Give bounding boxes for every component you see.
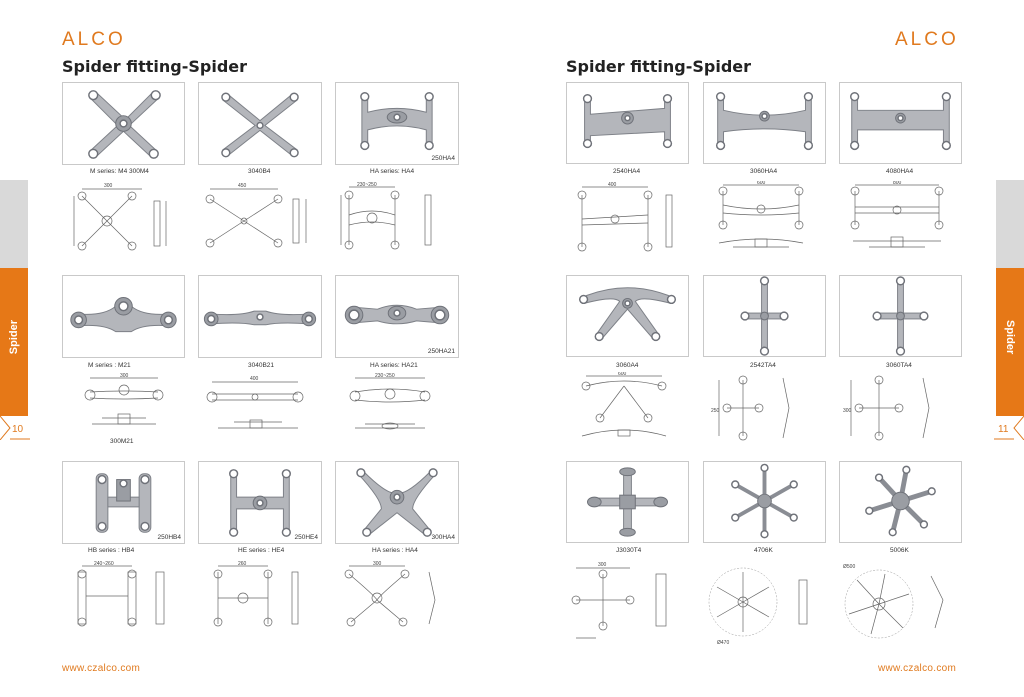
caption-3060ha4: 3060HA4: [750, 168, 778, 175]
caption-300m21: 300M21: [110, 438, 134, 445]
page-title-left: Spider fitting-Spider: [62, 57, 248, 76]
website-url-right[interactable]: www.czalco.com: [878, 663, 957, 674]
product-photo-300m4: [62, 82, 185, 165]
brand-logo-right: ALCO: [895, 29, 959, 50]
product-photo-4706k: [703, 461, 826, 543]
caption-3040b4: 3040B4: [248, 168, 271, 175]
page-number-right: 11: [998, 424, 1009, 435]
side-tab-label: Spider: [8, 320, 20, 355]
product-photo-5006k: [839, 461, 962, 543]
technical-drawing-j3030t4: 300: [566, 560, 689, 650]
dim-label: 250: [711, 408, 720, 414]
caption-300ha4: HA series : HA4: [372, 547, 418, 554]
technical-drawing-3040b21: 400: [198, 372, 322, 444]
caption-250hb4: HB series : HB4: [88, 547, 135, 554]
page-number-left: 10: [12, 424, 24, 435]
caption-300m4: M series: M4 300M4: [90, 168, 149, 175]
dim-label: 300: [373, 561, 382, 567]
dim-label: 230~250: [357, 182, 377, 188]
technical-drawing-2540ha4: 400: [566, 181, 689, 259]
dim-label: 300: [104, 183, 113, 189]
product-photo-250ha4: 250HA4: [335, 82, 459, 165]
technical-drawing-4080ha4: 800: [839, 181, 962, 259]
product-code-300ha4: 300HA4: [431, 534, 456, 541]
side-tab-grey-right: [996, 180, 1024, 268]
product-code-250hb4: 250HB4: [157, 534, 182, 541]
page-corner-left: [0, 416, 30, 440]
website-url-left[interactable]: www.czalco.com: [62, 663, 141, 674]
dim-label: 600: [618, 372, 627, 377]
product-photo-3060ta4: [839, 275, 962, 357]
side-tab-grey-left: [0, 180, 28, 268]
product-photo-250he4: 250HE4: [198, 461, 322, 544]
page-corner-right: [994, 416, 1024, 440]
dim-label: 450: [238, 183, 247, 189]
dim-label: 800: [893, 181, 902, 186]
technical-drawing-4706k: Ø470: [703, 560, 826, 650]
dim-label: 300: [598, 562, 607, 568]
product-photo-j3030t4: [566, 461, 689, 543]
dim-label: 300: [843, 408, 852, 414]
dim-label: 260: [238, 561, 247, 567]
caption-2542ta4: 2542TA4: [750, 362, 776, 369]
product-photo-2542ta4: [703, 275, 826, 357]
product-photo-300ha4: 300HA4: [335, 461, 459, 544]
technical-drawing-3040b4: 450: [198, 181, 322, 259]
technical-drawing-2542ta4: 250: [703, 372, 826, 444]
technical-drawing-3060a4: 600: [566, 372, 689, 444]
product-code-250ha21: 250HA21: [427, 348, 455, 355]
caption-4706k: 4706K: [754, 547, 773, 554]
product-photo-250hb4: 250HB4: [62, 461, 185, 544]
technical-drawing-250hb4: 240~260: [62, 560, 185, 632]
product-code-250he4: 250HE4: [294, 534, 319, 541]
product-photo-2540ha4: [566, 82, 689, 164]
product-photo-3060ha4: [703, 82, 826, 164]
dim-label: 400: [608, 182, 617, 188]
technical-drawing-300m4: 300: [62, 181, 185, 259]
technical-drawing-250he4: 260: [198, 560, 322, 632]
dim-label: Ø500: [843, 564, 855, 570]
caption-250ha21: HA series: HA21: [370, 362, 418, 369]
side-tab-spider-left[interactable]: Spider: [0, 268, 28, 416]
technical-drawing-5006k: Ø500: [839, 560, 962, 650]
caption-2540ha4: 2540HA4: [613, 168, 641, 175]
caption-5006k: 5006K: [890, 547, 909, 554]
dim-label: 240~260: [94, 561, 114, 567]
caption-250ha4: HA series: HA4: [370, 168, 415, 175]
product-photo-3060a4: [566, 275, 689, 357]
technical-drawing-250ha4: 230~250: [335, 181, 459, 259]
technical-drawing-3060ha4: 600: [703, 181, 826, 259]
technical-drawing-250ha21: 230~250: [335, 372, 459, 436]
caption-3060a4: 3060A4: [616, 362, 639, 369]
technical-drawing-3060ta4: 300: [839, 372, 962, 444]
dim-label: 600: [757, 181, 766, 186]
dim-label: 230~250: [375, 373, 395, 379]
page-title-right: Spider fitting-Spider: [566, 57, 752, 76]
technical-drawing-300ha4: 300: [335, 560, 459, 632]
dim-label: 400: [250, 376, 259, 382]
caption-3060ta4: 3060TA4: [886, 362, 912, 369]
caption-250he4: HE series : HE4: [238, 547, 285, 554]
side-tab-label: Spider: [1004, 320, 1016, 355]
dim-label: Ø470: [717, 640, 729, 646]
technical-drawing-300m21: 300: [62, 372, 185, 436]
product-photo-3040b4: [198, 82, 322, 165]
product-photo-300m21: [62, 275, 185, 358]
brand-logo-left: ALCO: [62, 29, 126, 50]
product-code-250ha4: 250HA4: [431, 155, 456, 162]
caption-j3030t4: J3030T4: [616, 547, 642, 554]
caption-4080ha4: 4080HA4: [886, 168, 914, 175]
caption-m21: M series : M21: [88, 362, 131, 369]
dim-label: 300: [120, 373, 129, 379]
product-photo-4080ha4: [839, 82, 962, 164]
caption-3040b21: 3040B21: [248, 362, 275, 369]
product-photo-3040b21: [198, 275, 322, 358]
side-tab-spider-right[interactable]: Spider: [996, 268, 1024, 416]
product-photo-250ha21: 250HA21: [335, 275, 459, 358]
